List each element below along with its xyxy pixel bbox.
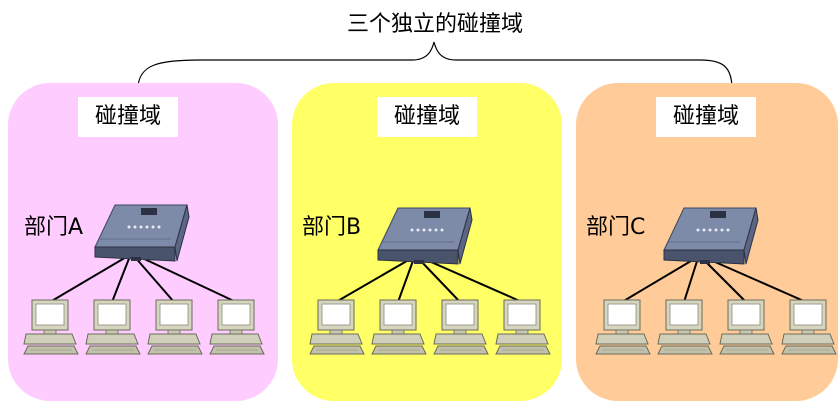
computer-icon [719, 299, 775, 355]
computer-icon [147, 299, 203, 355]
computer-icon [371, 299, 427, 355]
department-label-c: 部门C [586, 215, 646, 240]
hub-icon [94, 204, 190, 262]
domain-label-c: 碰撞域 [656, 97, 756, 137]
hub-icon [377, 207, 473, 265]
network-c [595, 207, 837, 355]
department-label-b: 部门B [302, 215, 362, 240]
network-a [23, 204, 265, 355]
computer-icon [781, 299, 837, 355]
diagram-title: 三个独立的碰撞域 [346, 12, 523, 37]
hub-icon [663, 207, 759, 265]
computer-icon [85, 299, 141, 355]
domain-label-a: 碰撞域 [78, 97, 178, 137]
network-b [309, 207, 551, 355]
computer-icon [309, 299, 365, 355]
computer-icon [23, 299, 79, 355]
computer-icon [433, 299, 489, 355]
department-label-a: 部门A [24, 215, 84, 240]
computer-icon [595, 299, 651, 355]
computer-icon [209, 299, 265, 355]
domain-label-b: 碰撞域 [377, 97, 477, 137]
computer-icon [495, 299, 551, 355]
computer-icon [657, 299, 713, 355]
